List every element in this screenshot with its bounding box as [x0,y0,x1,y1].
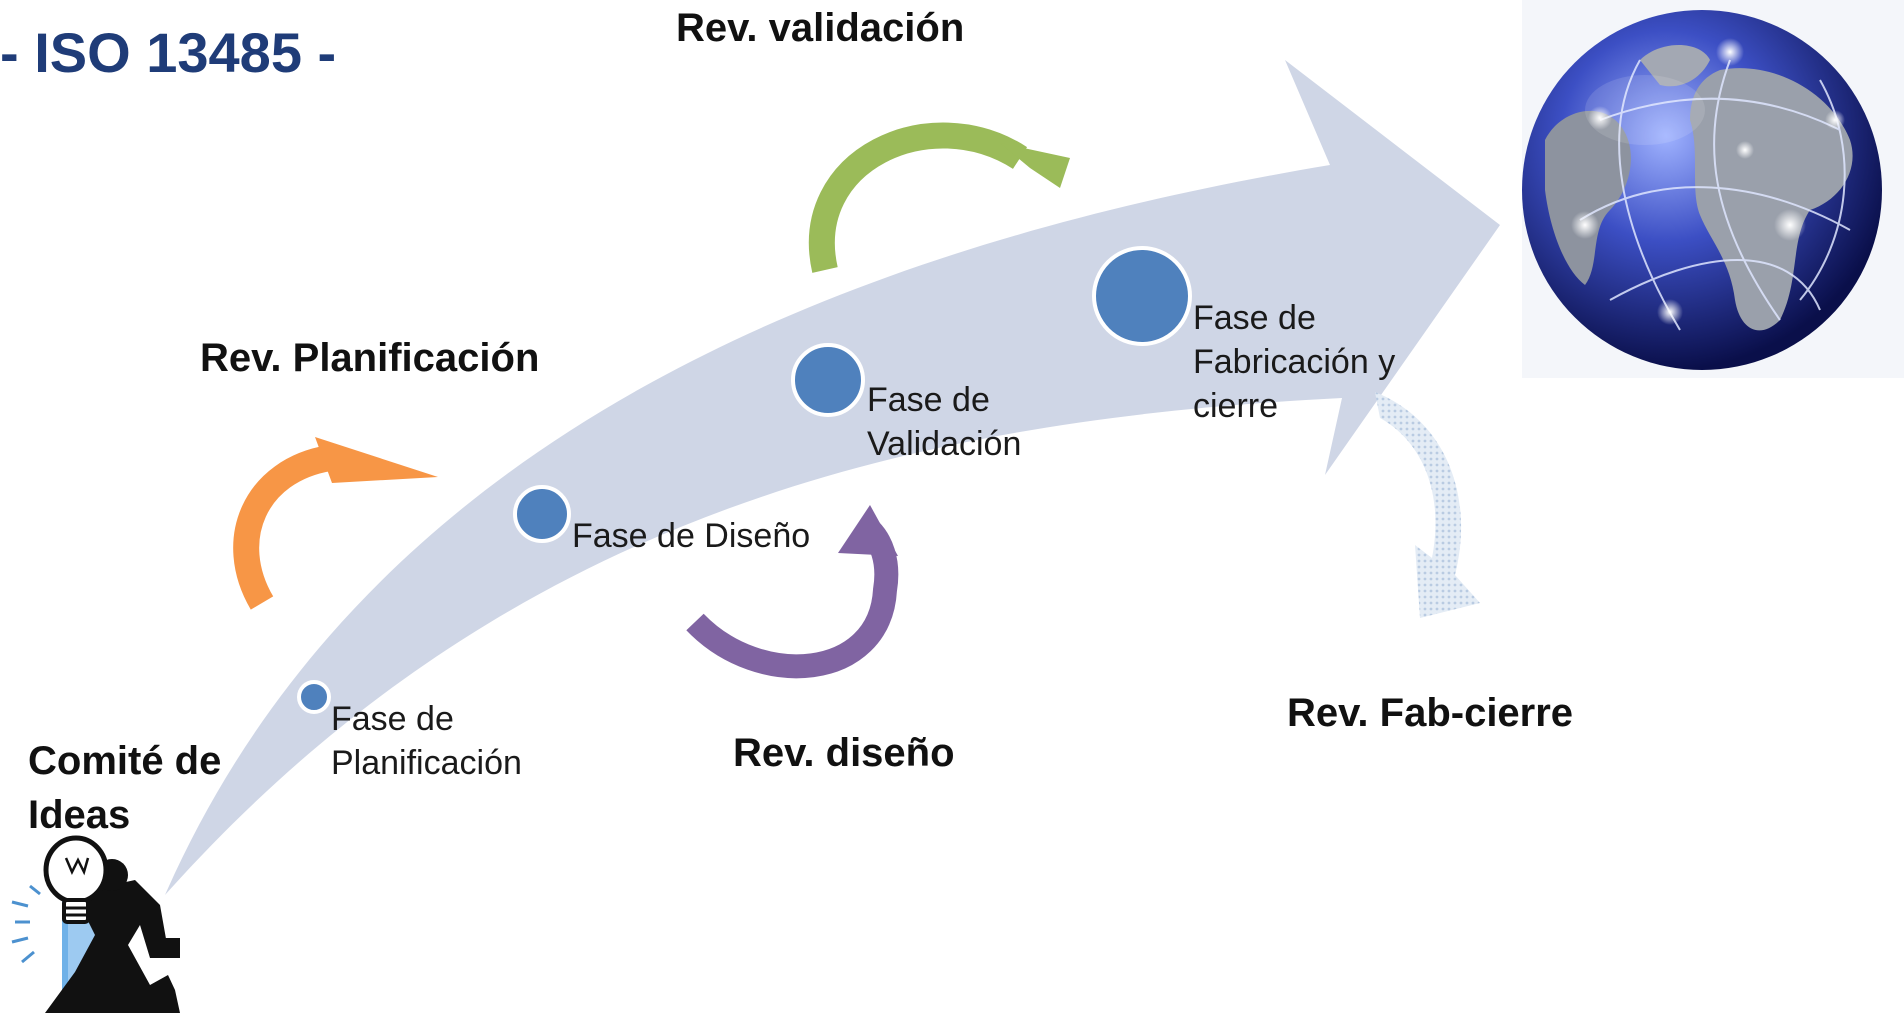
start-label-line-2: Ideas [28,793,131,837]
phase-dot-validation [791,343,865,417]
planning-review-arrow [233,445,333,610]
phase-validation-line-1: Fase de [867,381,990,419]
phase-dot-fabrication [1092,246,1192,346]
validation-review-arrow [808,122,1028,273]
phase-label-validation: Fase de Validación [867,378,1021,466]
review-label-fab-close: Rev. Fab-cierre [1287,691,1574,735]
idea-person-icon [11,835,180,1013]
phase-fabrication-line-1: Fase de [1193,299,1316,337]
start-label: Comité de Ideas [28,738,221,838]
start-label-line-1: Comité de [28,739,222,783]
diagram-title: - ISO 13485 - [0,21,337,84]
review-label-validation: Rev. validación [676,6,965,50]
phase-design-line-1: Fase de Diseño [572,517,811,555]
phase-planning-line-1: Fase de [331,700,454,738]
phase-label-planning: Fase de Planificación [331,697,522,785]
fab-close-arrow [1375,392,1480,618]
phase-dot-design [513,485,571,543]
globe-icon [1522,0,1904,378]
phase-fabrication-line-3: cierre [1193,387,1279,426]
phase-label-design: Fase de Diseño [572,514,810,558]
phase-validation-line-2: Validación [867,425,1022,464]
review-label-design: Rev. diseño [733,731,955,775]
planning-review-arrowhead [315,437,438,483]
phase-label-fabrication: Fase de Fabricación y cierre [1193,296,1395,429]
review-label-planning: Rev. Planificación [200,336,540,380]
validation-review-arrowhead [1000,143,1070,188]
phase-dot-planning [297,680,331,714]
phase-fabrication-line-2: Fabricación y [1193,343,1396,382]
phase-planning-line-2: Planificación [331,744,522,783]
design-review-arrowhead [838,505,898,556]
